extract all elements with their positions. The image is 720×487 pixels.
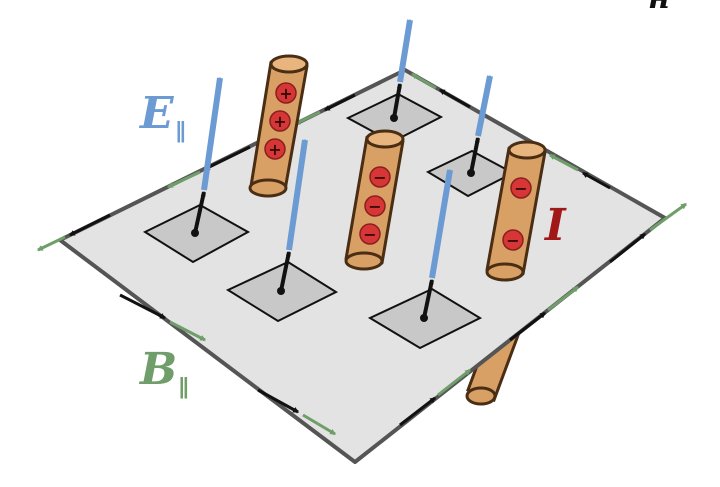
cylinder-positive: + + +: [248, 54, 309, 198]
labels: E ∥ B ∥ I н: [138, 0, 670, 400]
edge-arrow-green: [293, 110, 321, 126]
charge-minus-sign: −: [363, 225, 376, 244]
edge-arrow-black: [203, 145, 251, 171]
edge-arrow-black: [438, 88, 471, 109]
cylinder-negative-right: − −: [485, 140, 547, 282]
e-field-arrow: [429, 168, 453, 279]
charge-plus-sign: +: [279, 84, 292, 103]
charge-minus: [359, 223, 381, 245]
edge-arrow-black: [323, 93, 356, 112]
edge-arrow-black: [68, 213, 111, 237]
patch-center-dot: [191, 229, 199, 237]
edge-arrow-black: [257, 388, 300, 414]
edge-arrow-green: [169, 320, 207, 342]
edge-arrow-black: [581, 171, 611, 190]
e-field-arrow: [475, 74, 493, 137]
current-label: I: [543, 200, 567, 251]
edge-arrow-green: [166, 170, 201, 189]
patch-center-dot: [277, 287, 285, 295]
charge-plus: [264, 138, 286, 160]
charge-minus: [364, 195, 386, 217]
normal-arrow: [193, 191, 206, 234]
field-arrows: [191, 18, 493, 322]
edge-arrow-green: [548, 153, 579, 172]
charge-minus-sign: −: [373, 168, 386, 187]
charge-minus-sign: −: [368, 197, 381, 216]
charge-plus-sign: +: [268, 140, 281, 159]
e-field-subscript: ∥: [175, 119, 186, 144]
charge-plus-sign: +: [273, 112, 286, 131]
edge-arrow-green: [547, 285, 579, 312]
edge-arrow-black: [509, 311, 546, 342]
edge-arrow-green: [649, 202, 687, 232]
edge-arrow-black: [119, 293, 167, 320]
edge-arrow-green: [437, 368, 471, 397]
e-field-label: E: [138, 88, 175, 139]
patch-center-dot: [467, 169, 475, 177]
corner-label: н: [648, 0, 670, 16]
e-field-arrow: [286, 138, 308, 251]
edge-arrow-green: [302, 413, 337, 436]
edge-arrow-black: [609, 232, 646, 264]
charge-plus: [269, 110, 291, 132]
patch-center-dot: [420, 314, 428, 322]
charge-plus: [275, 82, 297, 104]
edge-arrow-green: [410, 72, 437, 90]
edge-arrow-black: [399, 396, 436, 427]
e-field-arrow: [201, 76, 223, 191]
boundary-arrows: [36, 72, 687, 436]
normal-arrow: [279, 251, 291, 292]
b-field-label: B: [138, 344, 177, 395]
edge-arrow-green: [36, 235, 66, 252]
charge-minus: [369, 166, 391, 188]
e-field-arrow: [397, 18, 413, 83]
cylinder-negative-center: − − −: [344, 129, 405, 271]
charge-minus-sign: −: [514, 179, 527, 198]
patch-center-dot: [390, 114, 398, 122]
normal-arrow: [392, 83, 402, 119]
charge-minus: [502, 229, 524, 251]
b-field-subscript: ∥: [178, 375, 189, 400]
charge-minus-sign: −: [506, 231, 519, 250]
charge-minus: [510, 177, 532, 199]
normal-arrow: [422, 279, 434, 319]
normal-arrow: [469, 137, 480, 174]
